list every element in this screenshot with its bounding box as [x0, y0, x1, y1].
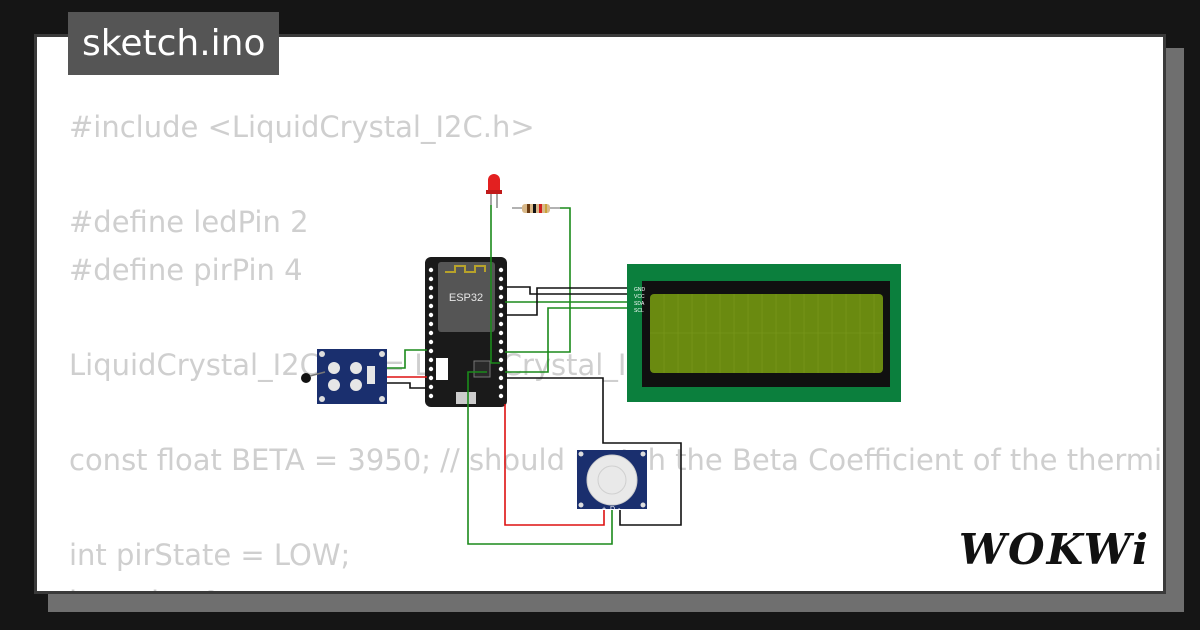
code-line: #include <LiquidCrystal_I2C.h>	[69, 110, 535, 144]
project-card[interactable]: #include <LiquidCrystal_I2C.h> #define le…	[34, 34, 1166, 594]
code-line: #define pirPin 4	[69, 252, 303, 287]
wires	[387, 205, 682, 545]
pir-pin-data: D	[610, 506, 615, 513]
lcd-pin-sda: SDA	[634, 301, 645, 307]
esp32-board: ESP32	[425, 257, 507, 407]
lcd-display: GND VCC SDA SCL	[627, 264, 901, 402]
code-line: int val = 0;	[69, 579, 1163, 591]
pir-sensor: + D -	[577, 450, 647, 513]
ntc-sensor	[301, 349, 387, 404]
red-led	[486, 174, 502, 208]
code-line: int pirState = LOW;	[69, 537, 351, 572]
code-line: #define ledPin 2	[69, 205, 309, 239]
pir-pin-vcc: +	[602, 506, 606, 513]
lcd-pin-vcc: VCC	[634, 294, 645, 300]
esp32-label: ESP32	[449, 292, 483, 304]
lcd-pin-scl: SCL	[634, 308, 644, 314]
resistor	[512, 204, 560, 213]
lcd-pin-gnd: GND	[634, 287, 646, 293]
pir-pin-gnd: -	[618, 506, 621, 513]
wokwi-logo: WOKWi	[958, 525, 1150, 574]
page-title: sketch.ino	[68, 12, 280, 75]
